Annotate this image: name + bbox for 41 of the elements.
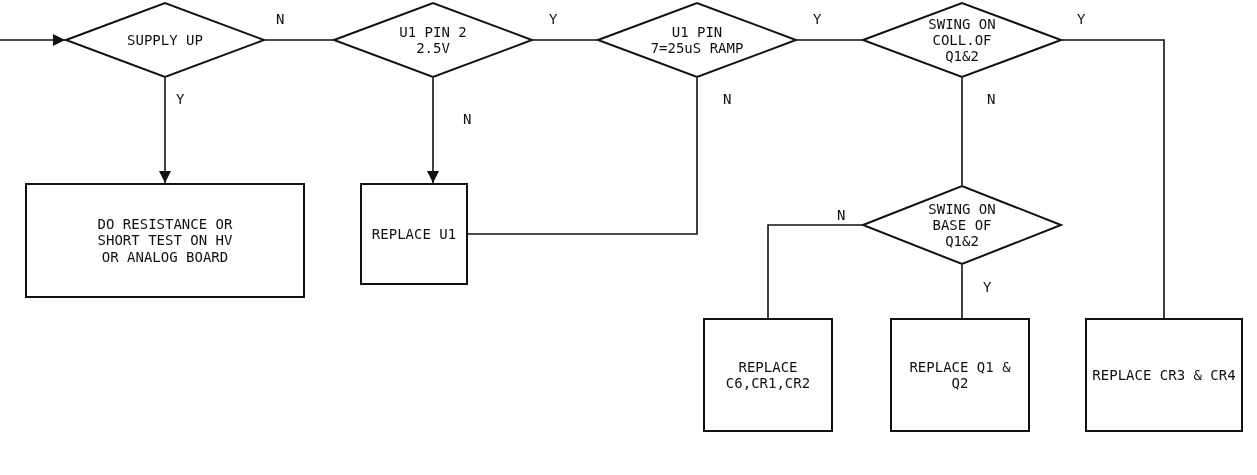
decision-diamond — [862, 185, 1062, 265]
process-box — [25, 183, 305, 298]
edge-label: Y — [175, 92, 186, 106]
edge-label: N — [722, 92, 733, 106]
node-text: REPLACE Q1 & Q2 — [908, 358, 1012, 392]
node-text: DO RESISTANCE OR SHORT TEST ON HV OR ANALOG BOARD — [96, 216, 234, 265]
node-text: REPLACE C6,CR1,CR2 — [724, 358, 812, 392]
decision-diamond — [597, 2, 797, 78]
process-box — [360, 183, 468, 285]
flow-arrow — [159, 77, 171, 184]
node-text: REPLACE CR3 & CR4 — [1092, 366, 1236, 384]
flow-arrow — [427, 77, 439, 184]
flow-line — [467, 77, 698, 235]
process-box — [1085, 318, 1243, 432]
flow-arrow — [0, 34, 66, 46]
process-box — [703, 318, 833, 432]
decision-diamond — [333, 2, 533, 78]
edge-label: Y — [548, 12, 559, 26]
edge-label: Y — [1076, 12, 1087, 26]
edge-label: Y — [812, 12, 823, 26]
flow-line — [1061, 39, 1165, 319]
decision-diamond — [862, 2, 1062, 78]
node-text: U1 PIN 2 2.5V — [398, 23, 468, 57]
node-text: U1 PIN 7=25uS RAMP — [649, 23, 745, 57]
process-box — [890, 318, 1030, 432]
edge-label: N — [836, 208, 847, 222]
edge-label: Y — [982, 280, 993, 294]
flow-line — [961, 77, 963, 186]
node-text: SUPPLY UP — [127, 31, 203, 49]
edge-label: N — [986, 92, 997, 106]
flow-line — [961, 264, 963, 319]
node-text: SWING ON COLL.OF Q1&2 — [927, 15, 997, 65]
decision-diamond — [65, 2, 265, 78]
flow-line — [796, 39, 863, 41]
flow-line — [767, 224, 863, 319]
node-text: SWING ON BASE OF Q1&2 — [927, 200, 997, 250]
flow-line — [264, 39, 334, 41]
node-text: REPLACE U1 — [371, 225, 457, 243]
edge-label: N — [462, 112, 473, 126]
edge-label: N — [275, 12, 286, 26]
flow-line — [532, 39, 598, 41]
